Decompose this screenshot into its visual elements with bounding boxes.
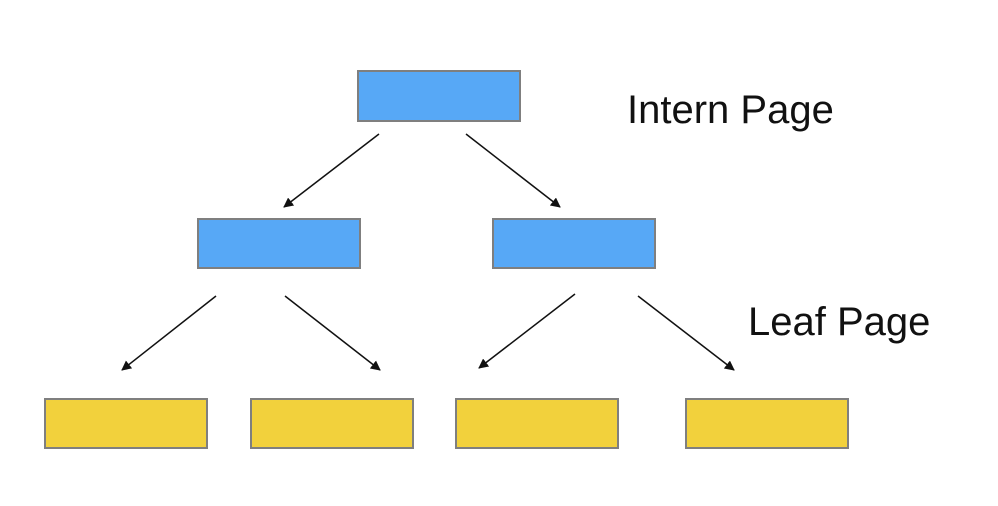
arrow-mid-left-to-leaf-1 bbox=[121, 295, 217, 371]
intern-page-label: Intern Page bbox=[627, 88, 834, 132]
intern-node-left bbox=[197, 218, 361, 269]
leaf-node-1 bbox=[44, 398, 208, 449]
arrow-root-to-mid-left bbox=[283, 133, 380, 208]
arrow-mid-left-to-leaf-2 bbox=[284, 295, 381, 371]
intern-node-right bbox=[492, 218, 656, 269]
arrow-root-to-mid-right bbox=[465, 133, 561, 208]
leaf-node-3 bbox=[455, 398, 619, 449]
arrow-mid-right-to-leaf-3 bbox=[478, 293, 576, 369]
leaf-page-label: Leaf Page bbox=[748, 300, 931, 344]
arrow-mid-right-to-leaf-4 bbox=[637, 295, 735, 371]
leaf-node-2 bbox=[250, 398, 414, 449]
leaf-node-4 bbox=[685, 398, 849, 449]
intern-node-root bbox=[357, 70, 521, 122]
